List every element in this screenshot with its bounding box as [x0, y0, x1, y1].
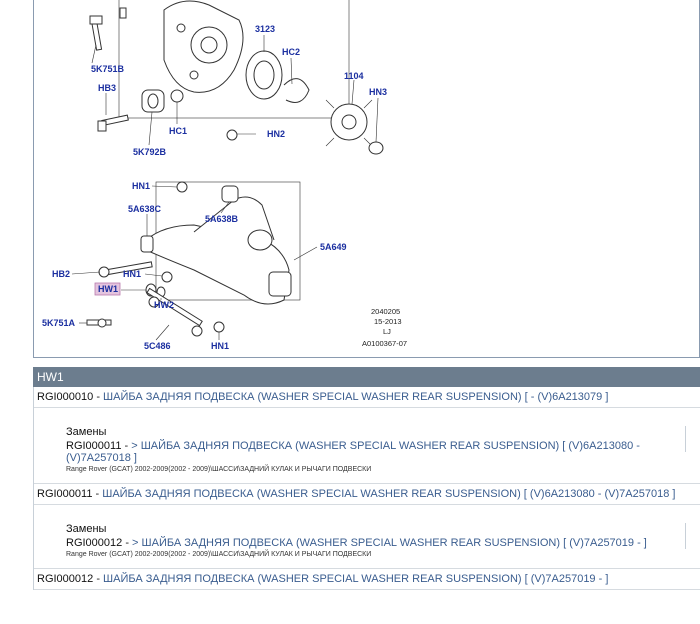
label-5c486[interactable]: 5C486 [144, 341, 171, 351]
part-description-link[interactable]: ШАЙБА ЗАДНЯЯ ПОДВЕСКА (WASHER SPECIAL WA… [103, 391, 609, 403]
replacement-note: Range Rover (GCAT) 2002-2009(2002 - 2009… [66, 551, 372, 558]
circlip-hc2-part [283, 78, 310, 103]
nut-hn2-part [226, 129, 238, 141]
highlight-hw1 [94, 282, 121, 296]
label-5k751a[interactable]: 5K751A [42, 318, 76, 328]
label-5a649[interactable]: 5A649 [320, 242, 347, 252]
label-hb3[interactable]: HB3 [98, 83, 116, 93]
replacement-link[interactable]: > ШАЙБА ЗАДНЯЯ ПОДВЕСКА (WASHER SPECIAL … [66, 440, 640, 464]
part-description-link[interactable]: ШАЙБА ЗАДНЯЯ ПОДВЕСКА (WASHER SPECIAL WA… [102, 488, 676, 500]
nut-hn1a-part [176, 181, 188, 193]
section-header: HW1 [33, 367, 700, 387]
label-hn1-bottom[interactable]: HN1 [211, 341, 229, 351]
label-hw1[interactable]: HW1 [98, 284, 118, 294]
replacement-title: Замены [66, 523, 107, 535]
replacement-note: Range Rover (GCAT) 2002-2009(2002 - 2009… [66, 466, 372, 473]
label-1104[interactable]: 1104 [344, 71, 364, 81]
label-hn1-mid[interactable]: HN1 [123, 269, 141, 279]
link-5c486-part [146, 287, 203, 327]
label-hb2[interactable]: HB2 [52, 269, 70, 279]
part-row[interactable]: RGI000012 - ШАЙБА ЗАДНЯЯ ПОДВЕСКА (WASHE… [34, 569, 700, 590]
part-row[interactable]: RGI000010 - ШАЙБА ЗАДНЯЯ ПОДВЕСКА (WASHE… [34, 387, 700, 408]
label-hc2[interactable]: HC2 [282, 47, 300, 57]
ref-line-3: LJ [383, 327, 391, 336]
parts-diagram: 5K751B HB3 5K792B HC1 3123 HC2 HN2 1104 … [33, 0, 700, 358]
label-5k792b[interactable]: 5K792B [133, 147, 167, 157]
nut-hn1c-part [213, 321, 225, 333]
nut-hn1b-part [161, 271, 173, 283]
upper-assembly-outline [118, 0, 350, 119]
clip-hc1-part [170, 89, 184, 103]
exploded-view-svg: 5K751B HB3 5K792B HC1 3123 HC2 HN2 1104 … [42, 0, 407, 351]
ref-line-1: 2040205 [371, 307, 400, 316]
label-5k751b[interactable]: 5K751B [91, 64, 125, 74]
ref-line-2: 15-2013 [374, 317, 402, 326]
label-5a638c[interactable]: 5A638C [128, 204, 162, 214]
bush-5a638c-part [140, 235, 154, 253]
label-hw2[interactable]: HW2 [154, 300, 174, 310]
nut-hn3-part [368, 141, 384, 155]
part-code: RGI000010 [37, 391, 94, 403]
label-hc1[interactable]: HC1 [169, 126, 187, 136]
label-hn1-top[interactable]: HN1 [132, 181, 150, 191]
parts-list: RGI000010 - ШАЙБА ЗАДНЯЯ ПОДВЕСКА (WASHE… [33, 387, 700, 590]
replacement-code: RGI000011 [66, 440, 122, 452]
ref-line-4: A0100367-07 [362, 339, 407, 348]
label-hn3[interactable]: HN3 [369, 87, 387, 97]
part-code: RGI000012 [37, 573, 94, 585]
label-hn2[interactable]: HN2 [267, 129, 285, 139]
bush-5a638b-part [221, 185, 239, 203]
label-5a638b[interactable]: 5A638B [205, 214, 239, 224]
replacement-link[interactable]: > ШАЙБА ЗАДНЯЯ ПОДВЕСКА (WASHER SPECIAL … [132, 537, 647, 549]
replacement-title: Замены [66, 426, 107, 438]
part-row[interactable]: RGI000011 - ШАЙБА ЗАДНЯЯ ПОДВЕСКА (WASHE… [34, 484, 700, 505]
replacement-block: Замены RGI000012 - > ШАЙБА ЗАДНЯЯ ПОДВЕС… [34, 505, 700, 569]
part-description-link[interactable]: ШАЙБА ЗАДНЯЯ ПОДВЕСКА (WASHER SPECIAL WA… [103, 573, 609, 585]
replacement-block: Замены RGI000011 - > ШАЙБА ЗАДНЯЯ ПОДВЕС… [34, 408, 700, 484]
replacement-code: RGI000012 [66, 537, 123, 549]
label-3123[interactable]: 3123 [255, 24, 275, 34]
part-code: RGI000011 [37, 488, 93, 500]
